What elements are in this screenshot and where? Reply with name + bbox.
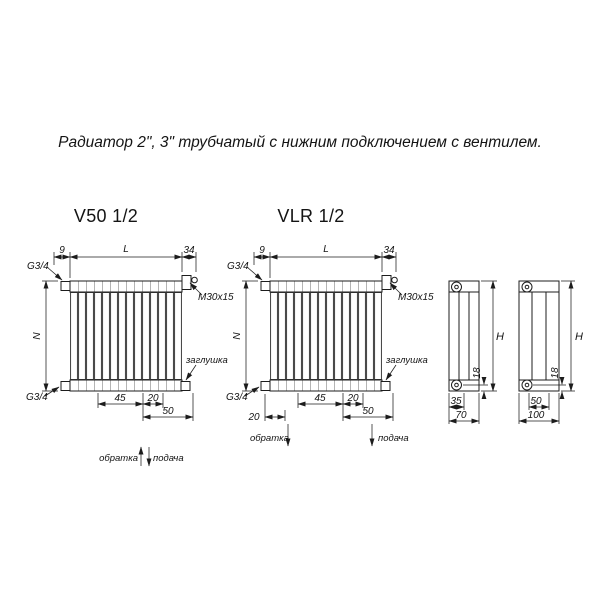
vlr-thread-bottom-label: G3/4 [226, 392, 248, 403]
vlr-dim-20: 20 [346, 393, 359, 404]
side-2col-details [449, 291, 479, 381]
v50-plug-label: заглушка [185, 355, 228, 366]
v50-supply-label: подача [153, 453, 184, 464]
page-title: Радиатор 2", 3" трубчатый с нижним подкл… [58, 134, 542, 151]
vlr-dim-length: L [323, 244, 329, 255]
side-2col-axis-dim-label: 35 [450, 396, 462, 407]
side-2col-body [448, 280, 480, 392]
vlr-bottom-left-dimension [264, 394, 286, 421]
vlr-dim-offset-right: 34 [383, 245, 395, 256]
v50-dim-20: 20 [146, 393, 159, 404]
side-3col-axis-dim-label: 50 [530, 396, 542, 407]
vlr-height-label: N [232, 332, 243, 340]
side-2col-height-label: H [496, 331, 504, 343]
vlr-front-view: G3/4 9 L 34 M30x15 N заглушка G3/4 45 20… [226, 244, 434, 447]
vlr-dim-45: 45 [314, 393, 326, 404]
side-view-3col: H 18 50 100 [518, 280, 583, 424]
vlr-dim-20-left: 20 [247, 412, 260, 423]
vlr-plug-label: заглушка [385, 355, 428, 366]
side-3col-body [518, 280, 560, 392]
view-title-v50: V50 1/2 [74, 206, 138, 226]
v50-labels: G3/4 9 L 34 M30x15 N заглушка G3/4 45 20… [26, 244, 234, 464]
side-3col-axis-offset-label: 18 [550, 367, 561, 379]
side-3col-height-label: H [575, 331, 583, 343]
v50-dim-50: 50 [162, 406, 174, 417]
vlr-flow-arrows [285, 424, 375, 447]
v50-return-label: обратка [99, 453, 138, 464]
vlr-labels: G3/4 9 L 34 M30x15 N заглушка G3/4 45 20… [226, 244, 434, 444]
v50-thread-bottom-label: G3/4 [26, 392, 48, 403]
side-3col-connections [521, 281, 533, 391]
v50-front-view: G3/4 9 L 34 M30x15 N заглушка G3/4 45 20… [26, 244, 234, 467]
view-title-vlr: VLR 1/2 [277, 206, 344, 226]
v50-dim-45: 45 [114, 393, 126, 404]
side-3col-depth-label: 100 [528, 410, 545, 421]
v50-dim-offset-left: 9 [59, 245, 65, 256]
side-2col-dimension-lines [448, 280, 497, 424]
vlr-dim-offset-left: 9 [259, 245, 265, 256]
vlr-supply-label: подача [378, 433, 409, 444]
vlr-valve-thread-label: M30x15 [398, 292, 434, 303]
side-2col-axis-offset-label: 18 [472, 367, 483, 379]
side-view-2col: H 18 35 70 [448, 280, 504, 424]
side-2col-depth-label: 70 [455, 410, 467, 421]
vlr-dim-50: 50 [362, 406, 374, 417]
side-3col-dimension-lines [518, 280, 575, 424]
v50-flow-arrows [138, 446, 152, 467]
v50-dim-length: L [123, 244, 129, 255]
vlr-return-label: обратка [250, 433, 289, 444]
v50-dim-offset-right: 34 [183, 245, 195, 256]
v50-valve-thread-label: M30x15 [198, 292, 234, 303]
v50-thread-top-label: G3/4 [27, 261, 49, 272]
vlr-thread-top-label: G3/4 [227, 261, 249, 272]
side-2col-connections [451, 281, 462, 391]
v50-height-label: N [32, 332, 43, 340]
